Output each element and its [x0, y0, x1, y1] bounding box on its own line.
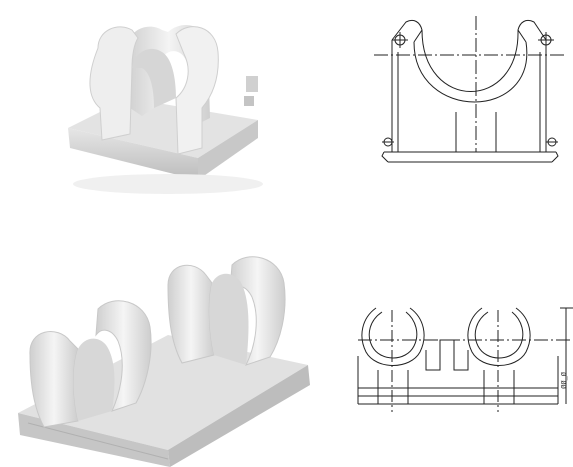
double-clip-drawing	[348, 300, 573, 415]
single-pipe-clip-render-image	[68, 25, 263, 194]
double-pipe-clip-drawing-image	[357, 307, 573, 412]
single-clip-render	[58, 8, 270, 208]
single-pipe-clip-drawing-image	[374, 16, 566, 163]
double-pipe-clip-render-image	[18, 256, 310, 467]
single-clip-drawing	[366, 12, 573, 182]
dimension-label: ØØ_Ø	[560, 372, 568, 389]
double-clip-render	[18, 245, 318, 467]
